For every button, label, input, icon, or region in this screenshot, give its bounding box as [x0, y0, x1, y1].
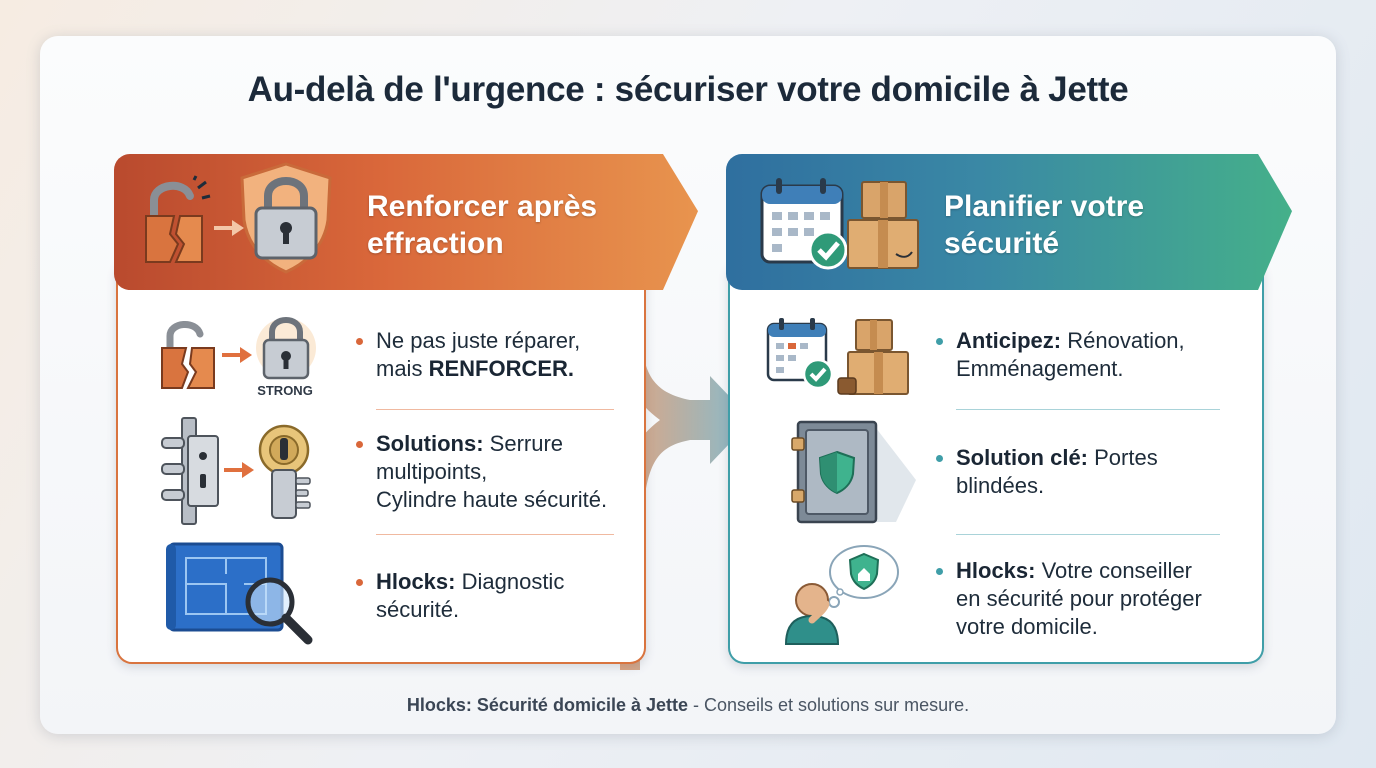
calendar-check-icon	[760, 178, 848, 270]
left-item-solutions: Solutions: Serrure multipoints, Cylindre…	[356, 430, 608, 514]
item-bold: Solutions:	[376, 431, 484, 456]
item-line: blindées.	[956, 473, 1045, 498]
item-text: Rénovation,	[1061, 328, 1185, 353]
broken-padlock-icon	[161, 321, 215, 389]
right-heading-line2: sécurité	[944, 227, 1060, 260]
left-heading: Renforcer après effraction	[367, 188, 597, 262]
divider	[956, 409, 1220, 410]
item-line: Ne pas juste réparer,	[376, 328, 581, 353]
bullet	[936, 338, 943, 345]
left-item-renforcer: Ne pas juste réparer, mais RENFORCER.	[356, 327, 581, 383]
item-line: sécurité.	[376, 597, 460, 622]
broken-padlock-icon	[145, 175, 211, 263]
strong-label: STRONG	[257, 383, 313, 398]
item-text: Serrure	[483, 431, 564, 456]
item-bold: RENFORCER.	[428, 356, 575, 381]
divider	[956, 534, 1220, 535]
arrow-right-icon	[224, 462, 254, 478]
bullet	[356, 579, 363, 586]
item-bold: Hlocks:	[376, 569, 456, 594]
page-title: Au-delà de l'urgence : sécuriser votre d…	[247, 70, 1129, 109]
item-line: mais RENFORCER.	[376, 355, 580, 383]
right-item-anticipez: Anticipez: Rénovation, Emménagement.	[936, 327, 1185, 383]
item-line: Hlocks: Diagnostic	[376, 568, 564, 596]
item-text: Diagnostic	[455, 569, 565, 594]
arrow-right-icon	[214, 220, 244, 236]
divider	[376, 534, 614, 535]
footer-text: - Conseils et solutions sur mesure.	[688, 695, 970, 715]
item-line: Cylindre haute sécurité.	[376, 487, 608, 512]
footer-bold: Hlocks: Sécurité domicile à Jette	[406, 695, 688, 715]
left-heading-line2: effraction	[367, 227, 504, 260]
item-text: Votre conseiller	[1035, 558, 1193, 583]
item-line: en sécurité pour protéger	[956, 586, 1202, 611]
item-text: mais	[376, 356, 429, 381]
advisor-thinking-shield-icon	[784, 545, 899, 645]
moving-boxes-icon	[837, 319, 909, 395]
bullet	[356, 441, 363, 448]
arrow-right-icon	[222, 347, 252, 363]
right-item-hlocks: Hlocks: Votre conseiller en sécurité pou…	[936, 557, 1202, 641]
item-line: Solutions: Serrure	[376, 430, 607, 458]
right-heading-line1: Planifier votre	[944, 190, 1145, 223]
armored-door-icon	[791, 420, 916, 524]
moving-boxes-icon	[847, 181, 919, 269]
item-bold: Hlocks:	[956, 558, 1036, 583]
footer: Hlocks: Sécurité domicile à Jette - Cons…	[0, 695, 1376, 716]
right-item-solution-cle: Solution clé: Portes blindées.	[936, 444, 1158, 500]
strong-padlock-icon	[256, 317, 316, 380]
calendar-check-icon	[766, 318, 834, 390]
bullet	[356, 338, 363, 345]
item-line: Emménagement.	[956, 356, 1124, 381]
shield-padlock-icon	[240, 162, 332, 274]
divider	[376, 409, 614, 410]
item-bold: Solution clé:	[956, 445, 1088, 470]
item-text: Portes	[1088, 445, 1158, 470]
item-line: Anticipez: Rénovation,	[956, 327, 1185, 355]
item-bold: Anticipez:	[956, 328, 1062, 353]
item-line: Hlocks: Votre conseiller	[956, 557, 1202, 585]
item-line: multipoints,	[376, 459, 488, 484]
security-cylinder-key-icon	[258, 424, 311, 519]
left-item-diagnostic: Hlocks: Diagnostic sécurité.	[356, 568, 564, 624]
bullet	[936, 455, 943, 462]
left-banner	[114, 154, 698, 290]
item-line: votre domicile.	[956, 614, 1098, 639]
item-line: Solution clé: Portes	[956, 444, 1158, 472]
left-heading-line1: Renforcer après	[367, 190, 598, 223]
bullet	[936, 568, 943, 575]
right-heading: Planifier votre sécurité	[944, 188, 1144, 262]
multipoint-lock-icon	[161, 417, 219, 525]
blueprint-magnifier-icon	[166, 542, 313, 645]
